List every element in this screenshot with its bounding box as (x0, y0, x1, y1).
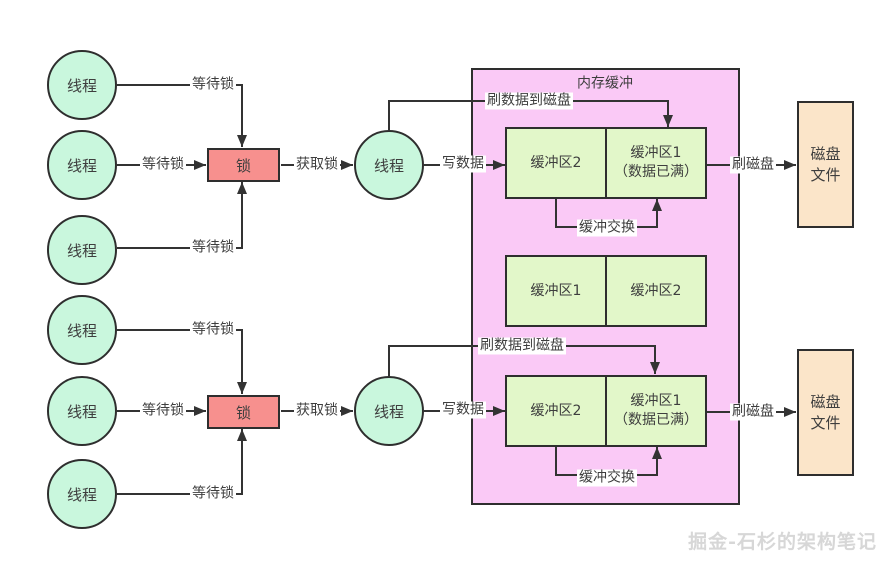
thread-circle-1: 线程 (47, 50, 117, 120)
thread-circle-3: 线程 (47, 215, 117, 285)
disk-file-label-line1: 磁盘 (810, 144, 841, 163)
write-data-label: 写数据 (440, 401, 486, 419)
lock-label: 锁 (235, 156, 251, 175)
lock-label: 锁 (235, 403, 251, 422)
flush-disk-label: 刷磁盘 (730, 156, 776, 174)
wait-lock-label: 等待锁 (140, 402, 186, 420)
thread-label: 线程 (66, 156, 97, 175)
edge-thread1-wait-lock (117, 84, 247, 147)
disk-file-label-line2: 文件 (810, 413, 841, 432)
thread-circle-5: 线程 (47, 376, 117, 446)
buffer2-cell: 缓冲区2 (507, 377, 605, 445)
edge-thread6-wait-lock (117, 429, 247, 495)
buffer1-full-cell: 缓冲区1 （数据已满） (605, 377, 705, 445)
thread-label: 线程 (66, 76, 97, 95)
flush-data-to-disk-label: 刷数据到磁盘 (478, 337, 566, 355)
buffer1-cell: 缓冲区1 (507, 257, 605, 325)
thread-label: 线程 (373, 156, 404, 175)
buffer1-full-label-line1: 缓冲区1 (630, 145, 682, 161)
buffer-pair-middle: 缓冲区1 缓冲区2 (505, 255, 707, 327)
thread-label: 线程 (66, 485, 97, 504)
edge-thread4-wait-lock (117, 329, 247, 394)
thread-label: 线程 (373, 402, 404, 421)
lock-box-bottom: 锁 (207, 395, 280, 429)
buffer1-full-label-line2: （数据已满） (614, 164, 698, 180)
buffer2-cell: 缓冲区2 (605, 257, 705, 325)
buffer-swap-label: 缓冲交换 (577, 219, 637, 237)
watermark: 掘金-石杉的架构笔记 (688, 531, 877, 553)
buffer1-full-label-line2: （数据已满） (614, 412, 698, 428)
buffer2-label: 缓冲区2 (630, 282, 682, 299)
edge-thread3-wait-lock (117, 182, 247, 249)
thread-label: 线程 (66, 241, 97, 260)
thread-circle-4: 线程 (47, 295, 117, 365)
buffer1-label: 缓冲区1 (530, 282, 582, 299)
thread-circle-6: 线程 (47, 459, 117, 529)
writer-thread-circle-top: 线程 (354, 130, 424, 200)
wait-lock-label: 等待锁 (190, 321, 236, 339)
writer-thread-circle-bottom: 线程 (354, 376, 424, 446)
memory-buffer-title: 内存缓冲 (577, 75, 633, 92)
disk-file-box-top: 磁盘 文件 (797, 101, 854, 228)
acquire-lock-label: 获取锁 (294, 402, 340, 420)
thread-label: 线程 (66, 402, 97, 421)
buffer1-full-cell: 缓冲区1 （数据已满） (605, 129, 705, 197)
wait-lock-label: 等待锁 (190, 485, 236, 503)
buffer-pair-bottom: 缓冲区2 缓冲区1 （数据已满） (505, 375, 707, 447)
disk-file-box-bottom: 磁盘 文件 (797, 349, 854, 476)
thread-circle-2: 线程 (47, 130, 117, 200)
lock-box-top: 锁 (207, 148, 280, 182)
acquire-lock-label: 获取锁 (294, 156, 340, 174)
write-data-label: 写数据 (440, 155, 486, 173)
buffer-pair-top: 缓冲区2 缓冲区1 （数据已满） (505, 127, 707, 199)
buffer2-label: 缓冲区2 (530, 154, 582, 171)
thread-label: 线程 (66, 321, 97, 340)
wait-lock-label: 等待锁 (190, 76, 236, 94)
buffer2-cell: 缓冲区2 (507, 129, 605, 197)
wait-lock-label: 等待锁 (140, 156, 186, 174)
disk-file-label-line2: 文件 (810, 165, 841, 184)
flush-disk-label: 刷磁盘 (730, 403, 776, 421)
buffer-swap-label: 缓冲交换 (577, 469, 637, 487)
flush-data-to-disk-label: 刷数据到磁盘 (485, 92, 573, 110)
buffer1-full-label-line1: 缓冲区1 (630, 393, 682, 409)
buffer2-label: 缓冲区2 (530, 402, 582, 419)
wait-lock-label: 等待锁 (190, 239, 236, 257)
disk-file-label-line1: 磁盘 (810, 392, 841, 411)
